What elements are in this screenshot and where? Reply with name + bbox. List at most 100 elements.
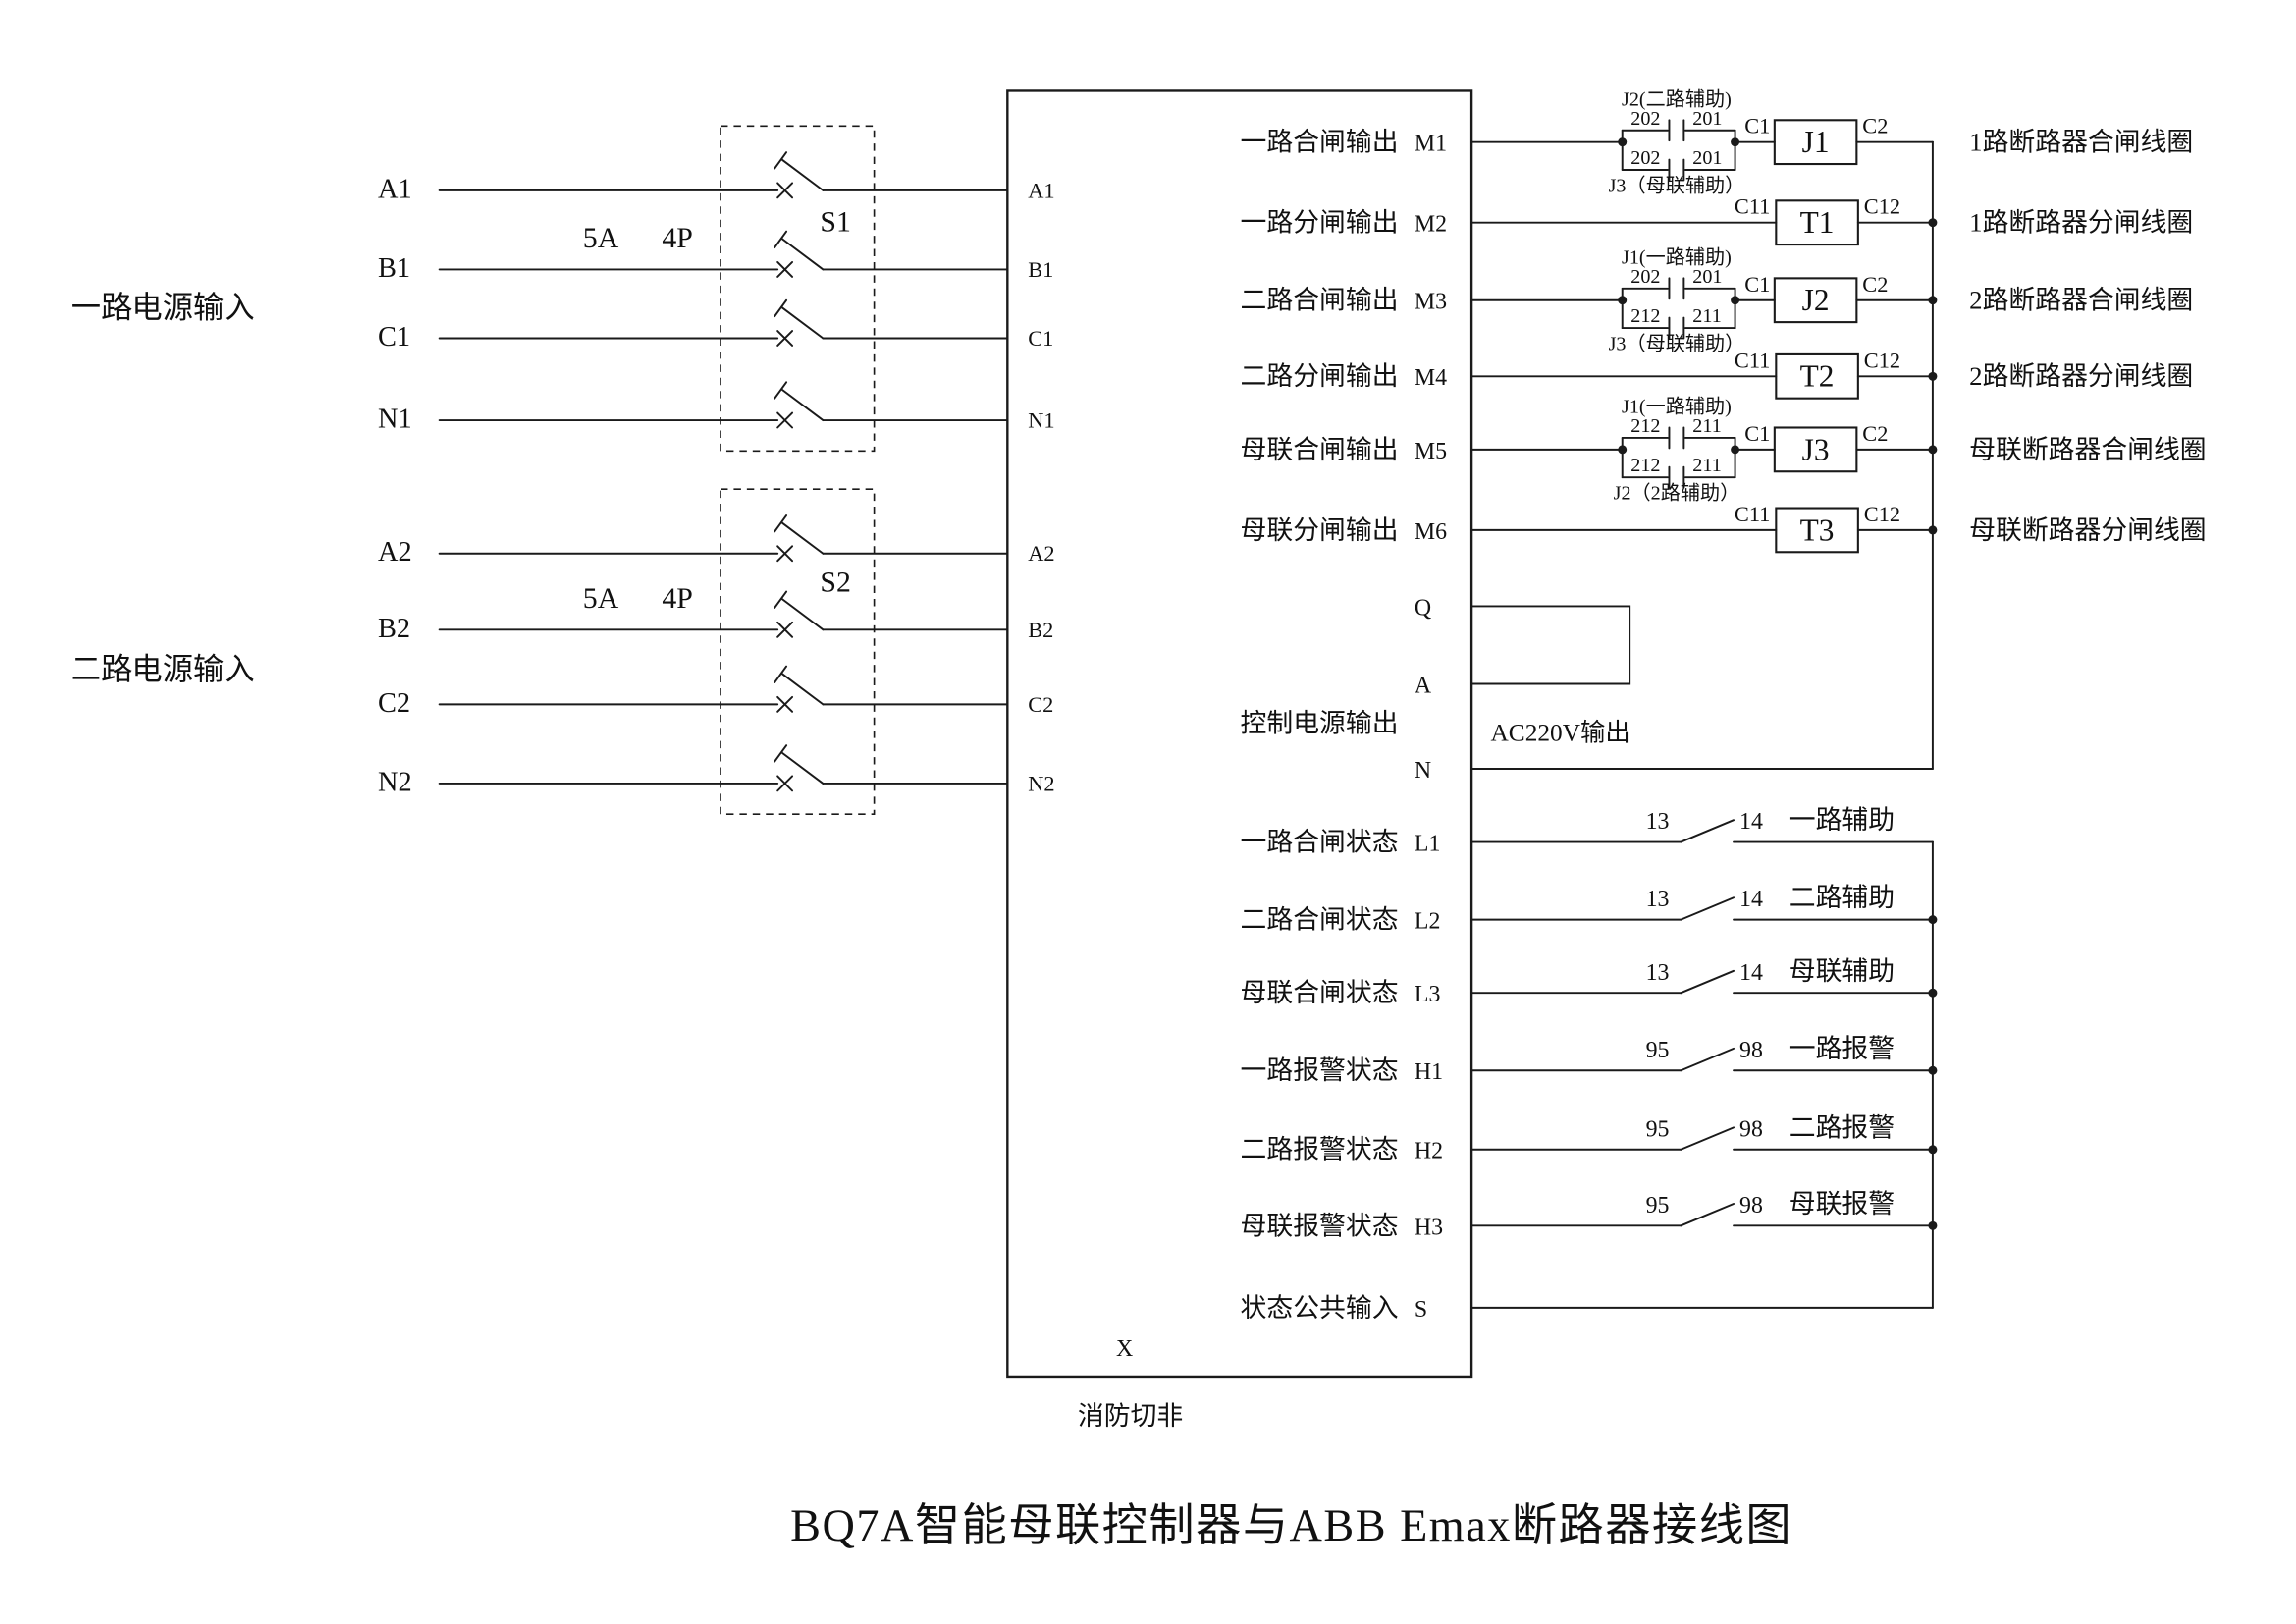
rating-2: 5A <box>583 582 619 615</box>
status-circuit-h1: 95 98 一路报警 <box>1470 1034 1934 1072</box>
coil-box-j1 <box>1773 119 1858 166</box>
contact-num: 202 <box>1630 108 1660 130</box>
breaker-s2-switch-icons <box>774 514 825 792</box>
coil-terminal-right: C2 <box>1862 114 1888 138</box>
terminal-m6: M6 <box>1415 519 1447 545</box>
junction-dot <box>1618 137 1628 147</box>
ac-output-circuit: AC220V输出 <box>1470 605 1934 770</box>
junction-dot <box>1928 915 1938 925</box>
coil-circuit-m2: C11 T1 C12 1路断路器分闸线圈 <box>1470 194 2193 246</box>
row-label-s: 状态公共输入 <box>1241 1293 1399 1323</box>
contact-num-a: 13 <box>1646 809 1670 835</box>
contact-group-label: J3（母联辅助） <box>1609 174 1745 196</box>
junction-dot <box>1928 1220 1938 1230</box>
contact-num-a: 13 <box>1646 887 1670 912</box>
contact-num: 211 <box>1692 415 1721 437</box>
coil-terminal-right: C12 <box>1864 348 1900 372</box>
contact-group-label: J1(一路辅助) <box>1622 396 1732 418</box>
status-circuit-h2-wires <box>1470 1126 1934 1151</box>
terminal-a1: A1 <box>1028 178 1054 202</box>
junction-dot <box>1928 525 1938 535</box>
junction-dot <box>1731 296 1740 305</box>
contact-num: 211 <box>1692 455 1721 476</box>
contact-num-a: 95 <box>1646 1193 1670 1218</box>
terminal-q: Q <box>1415 595 1431 621</box>
terminal-b1: B1 <box>1028 257 1053 282</box>
terminal-b2: B2 <box>1028 618 1053 642</box>
contact-num-a: 95 <box>1646 1116 1670 1142</box>
power-input-1: 一路电源输入 A1 B1 C1 N1 5A 4P S1 <box>71 125 1009 453</box>
wire-label-n1: N1 <box>378 404 412 434</box>
wire-label-b1: B1 <box>378 253 410 284</box>
terminal-x: X <box>1116 1336 1133 1362</box>
terminal-m1: M1 <box>1415 132 1447 157</box>
row-label-m1: 一路合闸输出 <box>1241 128 1399 157</box>
controller-outline <box>1006 89 1473 1379</box>
status-circuit-h1-wires <box>1470 1047 1934 1072</box>
coil-circuit-m6: C11 T3 C12 母联断路器分闸线圈 <box>1470 502 2207 554</box>
coil-desc: 1路断路器合闸线圈 <box>1969 128 2193 157</box>
coil-terminal-right: C12 <box>1864 502 1900 526</box>
row-label-h2: 二路报警状态 <box>1241 1135 1399 1164</box>
coil-name-j1: J1 <box>1802 125 1830 159</box>
status-circuit-h2: 95 98 二路报警 <box>1470 1112 1934 1151</box>
coil-desc: 母联断路器分闸线圈 <box>1969 515 2206 545</box>
coil-name-j2: J2 <box>1802 283 1830 317</box>
contact-group-label: J1(一路辅助) <box>1622 245 1732 268</box>
status-label: 母联辅助 <box>1789 956 1895 986</box>
contact-num: 212 <box>1630 305 1660 327</box>
qa-loop-wires <box>1470 605 1934 770</box>
terminal-m3: M3 <box>1415 290 1447 315</box>
breaker-s2-outline <box>720 488 876 816</box>
breaker-s1-switch-icons <box>774 151 825 429</box>
status-circuit-h3-wires <box>1470 1202 1934 1227</box>
junction-dot <box>1618 296 1628 305</box>
breaker-s1-outline <box>720 125 876 453</box>
contact-num-b: 14 <box>1739 809 1763 835</box>
coil-desc: 2路断路器合闸线圈 <box>1969 286 2193 315</box>
junction-dot <box>1731 137 1740 147</box>
coil-name-t3: T3 <box>1800 513 1835 547</box>
coil-box-t2 <box>1775 352 1859 400</box>
coil-terminal-left: C1 <box>1744 114 1770 138</box>
power-input-2-label: 二路电源输入 <box>71 652 255 686</box>
coil-box-t3 <box>1775 507 1859 554</box>
wire-label-c1: C1 <box>378 322 410 352</box>
contact-num: 201 <box>1692 108 1722 130</box>
contact-num-a: 13 <box>1646 960 1670 986</box>
poles-1: 4P <box>662 222 693 254</box>
coil-circuit-m5: J1(一路辅助) 212 211 212 211 J2（2路辅助） C1 J3 … <box>1470 396 2207 505</box>
coil-name-t1: T1 <box>1800 205 1835 240</box>
status-label: 一路报警 <box>1789 1034 1895 1063</box>
contact-num-a: 95 <box>1646 1038 1670 1063</box>
coil-desc: 1路断路器分闸线圈 <box>1969 208 2193 238</box>
status-circuit-l3-wires <box>1470 969 1934 995</box>
rating-1: 5A <box>583 222 619 254</box>
ac-output-label: AC220V输出 <box>1490 720 1629 747</box>
status-circuit-l1-wires <box>1470 819 1934 843</box>
coil-terminal-right: C2 <box>1862 272 1888 297</box>
contact-group-label: J2(二路辅助) <box>1622 87 1732 110</box>
terminal-l3: L3 <box>1415 982 1441 1007</box>
junction-dot <box>1928 296 1938 305</box>
status-circuit-l3: 13 14 母联辅助 <box>1470 956 1934 995</box>
terminal-a: A <box>1415 673 1432 698</box>
status-circuit-h3: 95 98 母联报警 <box>1470 1189 1934 1227</box>
terminal-n: N <box>1415 758 1431 784</box>
row-label-l3: 母联合闸状态 <box>1241 978 1399 1007</box>
terminal-n1: N1 <box>1028 407 1054 432</box>
coil-name-t2: T2 <box>1800 359 1835 394</box>
coil-terminal-left: C1 <box>1744 272 1770 297</box>
coil-circuit-m3-wires <box>1470 277 1934 340</box>
diagram-title: BQ7A智能母联控制器与ABB Emax断路器接线图 <box>790 1500 1792 1550</box>
coil-terminal-right: C2 <box>1862 421 1888 446</box>
poles-2: 4P <box>662 582 693 615</box>
terminal-c1: C1 <box>1028 326 1053 351</box>
terminal-a2: A2 <box>1028 541 1054 566</box>
contact-num-b: 98 <box>1739 1193 1763 1218</box>
row-label-m4: 二路分闸输出 <box>1241 361 1399 391</box>
wire-label-b2: B2 <box>378 614 410 644</box>
row-label-l2: 二路合闸状态 <box>1241 905 1399 935</box>
contact-group-label: J3（母联辅助） <box>1609 332 1745 354</box>
